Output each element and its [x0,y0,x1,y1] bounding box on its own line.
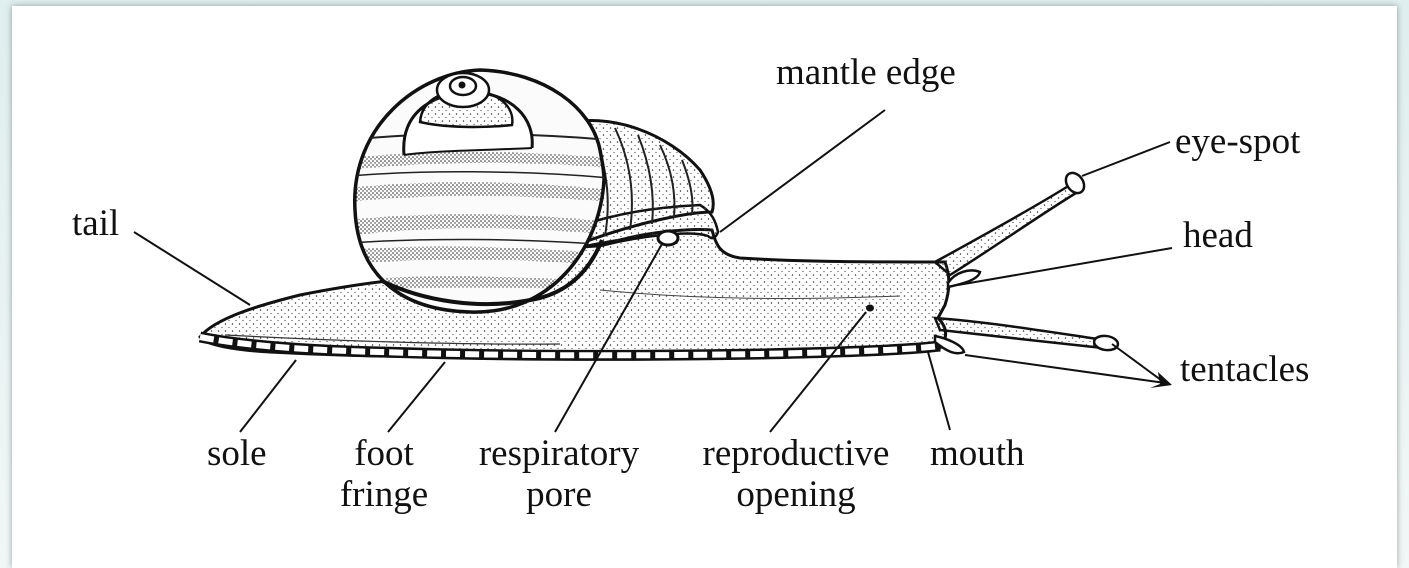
label-reproductive-opening-line2: opening [676,474,916,515]
respiratory-pore-mark [658,231,678,245]
leader-foot-fringe [388,362,445,432]
leader-sole [240,360,296,432]
leader-mantle-edge [720,110,885,232]
label-respiratory-pore-line2: pore [460,474,658,515]
label-sole: sole [207,433,267,474]
label-eye-spot: eye-spot [1175,121,1300,162]
label-respiratory-pore-line1: respiratory [460,433,658,474]
leader-eye-spot [1082,142,1170,176]
label-reproductive-opening-line1: reproductive [676,433,916,474]
leader-head [958,248,1172,285]
lower-tentacle [935,318,1119,352]
label-respiratory-pore: respiratory pore [460,433,658,515]
label-tentacles: tentacles [1180,349,1309,390]
label-tail: tail [72,203,119,244]
label-mouth: mouth [930,433,1025,474]
reproductive-opening-mark [866,305,874,312]
label-head: head [1183,215,1253,256]
label-foot-fringe: foot fringe [328,433,440,515]
leader-tail [134,232,250,305]
label-foot-fringe-line1: foot [328,433,440,474]
label-foot-fringe-line2: fringe [328,474,440,515]
leader-tentacles-2 [965,355,1165,383]
label-reproductive-opening: reproductive opening [676,433,916,515]
label-mantle-edge: mantle edge [776,52,956,93]
upper-tentacle [935,169,1088,275]
leader-mouth [928,352,950,430]
